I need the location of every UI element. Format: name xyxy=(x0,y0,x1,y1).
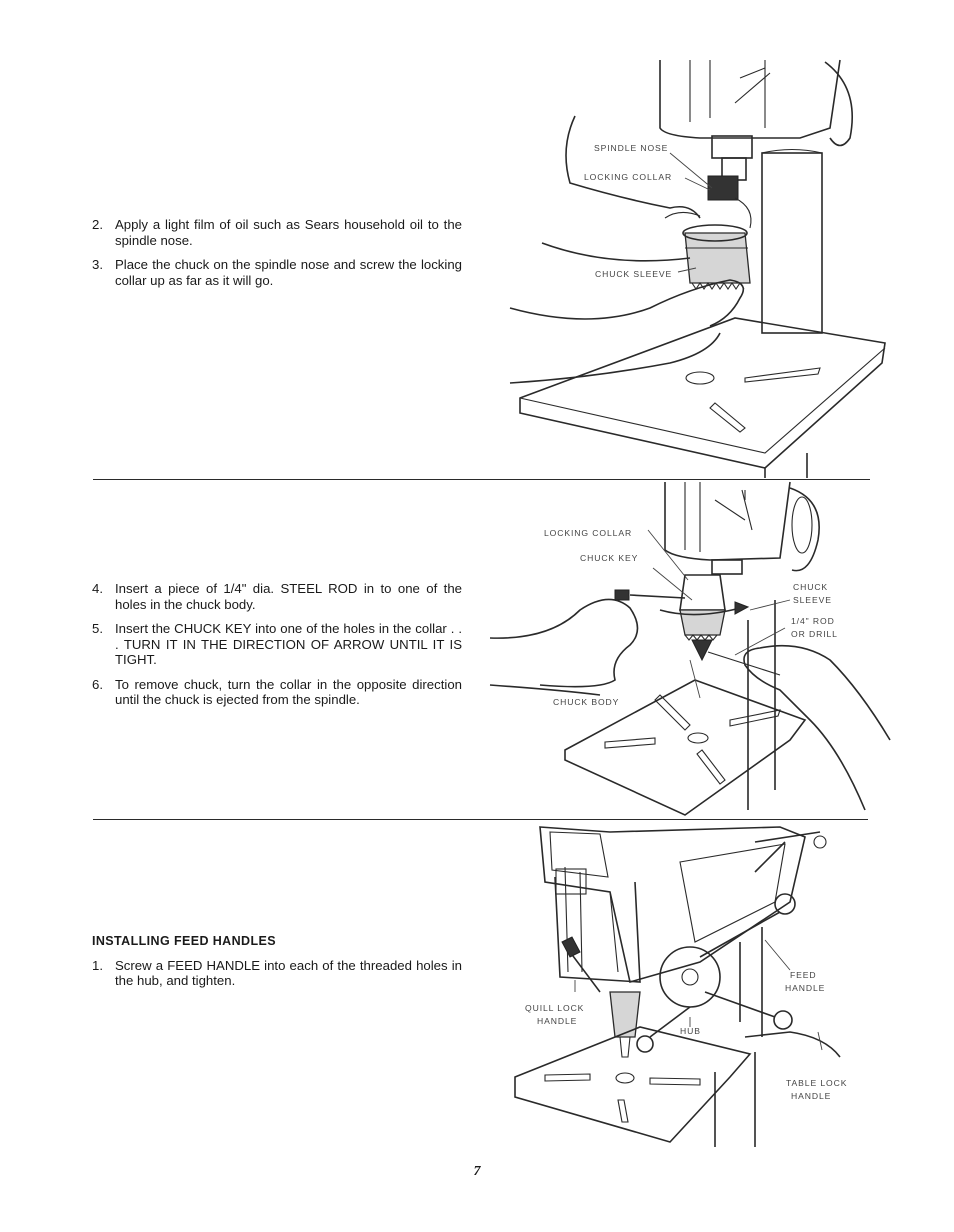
step-item: 5. Insert the CHUCK KEY into one of the … xyxy=(92,621,462,668)
label-feed-handle-line2: HANDLE xyxy=(785,983,825,993)
step-number: 6. xyxy=(92,676,103,692)
step-item: 4. Insert a piece of 1/4" dia. STEEL ROD… xyxy=(92,581,462,612)
section-heading: INSTALLING FEED HANDLES xyxy=(92,934,276,948)
label-chuck-sleeve: CHUCK SLEEVE xyxy=(595,269,672,279)
figure-chuck-on-spindle: SPINDLE NOSE LOCKING COLLAR CHUCK SLEEVE xyxy=(509,59,886,478)
label-chuck-key: CHUCK KEY xyxy=(580,553,638,563)
step-item: 6. To remove chuck, turn the collar in t… xyxy=(92,677,462,708)
label-hub: HUB xyxy=(680,1026,701,1036)
page-number: 7 xyxy=(473,1164,481,1179)
step-number: 3. xyxy=(92,257,103,272)
step-number: 2. xyxy=(92,217,103,232)
label-chuck-body: CHUCK BODY xyxy=(553,697,619,707)
step-number: 1. xyxy=(92,957,103,973)
figure-chuck-key: LOCKING COLLAR CHUCK KEY CHUCK SLEEVE 1/… xyxy=(489,481,891,816)
label-chuck-sleeve-line2: SLEEVE xyxy=(793,595,832,605)
step-text: Insert a piece of 1/4" dia. STEEL ROD in… xyxy=(115,581,462,612)
steps-list: INSTALLING FEED HANDLES 1. Screw a FEED … xyxy=(92,934,462,998)
step-text: Apply a light film of oil such as Sears … xyxy=(115,217,462,248)
steps-list: 2. Apply a light film of oil such as Sea… xyxy=(92,217,462,297)
section-divider xyxy=(93,819,868,821)
label-feed-handle-line1: FEED xyxy=(790,970,817,980)
step-number: 4. xyxy=(92,581,103,596)
label-locking-collar: LOCKING COLLAR xyxy=(544,528,632,538)
section-divider xyxy=(93,479,870,481)
steps-list: 4. Insert a piece of 1/4" dia. STEEL ROD… xyxy=(92,581,462,717)
label-chuck-sleeve-line1: CHUCK xyxy=(793,582,828,592)
step-item: 3. Place the chuck on the spindle nose a… xyxy=(92,257,462,288)
label-table-lock-line2: HANDLE xyxy=(791,1091,831,1101)
label-table-lock-line1: TABLE LOCK xyxy=(786,1078,847,1088)
label-quill-lock-line1: QUILL LOCK xyxy=(525,1003,584,1013)
step-text: Insert the CHUCK KEY into one of the hol… xyxy=(115,621,462,667)
step-text: Place the chuck on the spindle nose and … xyxy=(115,257,462,288)
step-number: 5. xyxy=(92,621,103,636)
label-quill-lock-line2: HANDLE xyxy=(537,1016,577,1026)
label-locking-collar: LOCKING COLLAR xyxy=(584,172,672,182)
label-rod-line1: 1/4" ROD xyxy=(791,616,835,626)
label-rod-line2: OR DRILL xyxy=(791,629,838,639)
step-text: To remove chuck, turn the collar in the … xyxy=(115,676,462,708)
step-item: 2. Apply a light film of oil such as Sea… xyxy=(92,217,462,248)
label-spindle-nose: SPINDLE NOSE xyxy=(594,143,668,153)
step-text: Screw a FEED HANDLE into each of the thr… xyxy=(115,957,462,989)
figure-feed-handles: FEED HANDLE QUILL LOCK HANDLE HUB TABLE … xyxy=(514,826,847,1147)
step-item: 1. Screw a FEED HANDLE into each of the … xyxy=(92,958,462,989)
